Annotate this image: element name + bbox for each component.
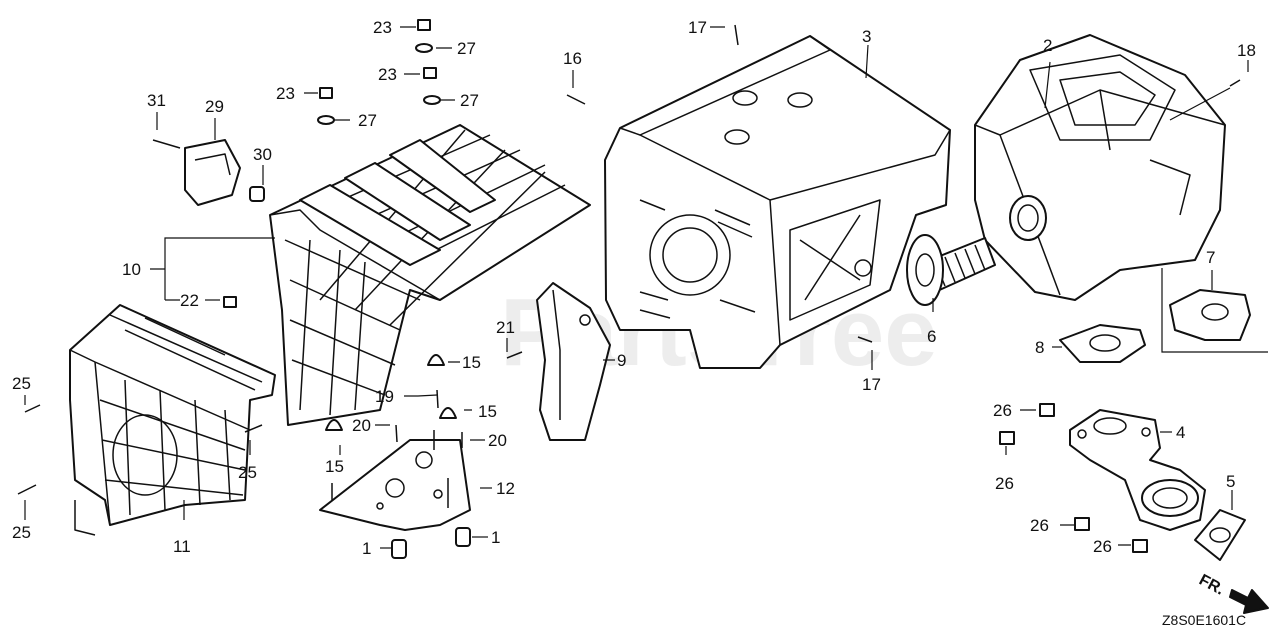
callout-15: 15 bbox=[325, 457, 344, 476]
gasket-part-5 bbox=[1194, 509, 1246, 561]
callout-25: 25 bbox=[238, 463, 257, 482]
callout-25: 25 bbox=[12, 374, 31, 393]
callout-22: 22 bbox=[180, 291, 199, 310]
callout-19: 19 bbox=[375, 387, 394, 406]
callout-26: 26 bbox=[995, 474, 1014, 493]
callout-23: 23 bbox=[373, 18, 392, 37]
callout-2: 2 bbox=[1043, 36, 1052, 55]
callout-15: 15 bbox=[478, 402, 497, 421]
callout-5: 5 bbox=[1226, 472, 1235, 491]
hardware-fasteners bbox=[17, 19, 1241, 559]
callout-20: 20 bbox=[488, 431, 507, 450]
callout-12: 12 bbox=[496, 479, 515, 498]
callout-10: 10 bbox=[122, 260, 141, 279]
muffler-cover-part-11 bbox=[69, 304, 276, 536]
callout-17: 17 bbox=[862, 375, 881, 394]
callout-1: 1 bbox=[362, 539, 371, 558]
callout-3: 3 bbox=[862, 27, 871, 46]
callout-6: 6 bbox=[927, 327, 936, 346]
callout-4: 4 bbox=[1176, 423, 1185, 442]
clip-part-29 bbox=[184, 139, 241, 206]
muffler-part-2 bbox=[974, 34, 1226, 301]
callout-16: 16 bbox=[563, 49, 582, 68]
callout-27: 27 bbox=[457, 39, 476, 58]
callout-numbers: 1 1 2 3 4 5 6 7 8 9 10 11 12 15 15 15 16… bbox=[12, 18, 1256, 558]
callout-25: 25 bbox=[12, 523, 31, 542]
drawing-code: Z8S0E1601C bbox=[1162, 612, 1246, 628]
heat-shield-part-9 bbox=[536, 282, 611, 441]
callout-30: 30 bbox=[253, 145, 272, 164]
callout-9: 9 bbox=[617, 351, 626, 370]
callout-23: 23 bbox=[276, 84, 295, 103]
callout-15: 15 bbox=[462, 353, 481, 372]
callout-27: 27 bbox=[358, 111, 377, 130]
callout-26: 26 bbox=[993, 401, 1012, 420]
exhaust-pipe-part-4 bbox=[1069, 409, 1206, 531]
muffler-plate-part-12 bbox=[319, 430, 471, 531]
callout-23: 23 bbox=[378, 65, 397, 84]
callout-18: 18 bbox=[1237, 41, 1256, 60]
muffler-protector-part-3 bbox=[604, 35, 951, 369]
callout-26: 26 bbox=[1093, 537, 1112, 556]
callout-26: 26 bbox=[1030, 516, 1049, 535]
front-direction-arrow: FR. bbox=[1196, 572, 1269, 614]
callout-1: 1 bbox=[491, 528, 500, 547]
callout-7: 7 bbox=[1206, 248, 1215, 267]
callout-31: 31 bbox=[147, 91, 166, 110]
callout-29: 29 bbox=[205, 97, 224, 116]
gasket-part-8 bbox=[1059, 324, 1146, 363]
callout-11: 11 bbox=[173, 537, 191, 556]
exhaust-guide-part-10 bbox=[269, 124, 591, 426]
spark-arrester-part-6 bbox=[906, 234, 996, 306]
callout-20: 20 bbox=[352, 416, 371, 435]
callout-27: 27 bbox=[460, 91, 479, 110]
front-direction-label: FR. bbox=[1196, 572, 1227, 599]
callout-17: 17 bbox=[688, 18, 707, 37]
leader-lines bbox=[24, 26, 1268, 549]
gasket-part-7 bbox=[1169, 289, 1251, 341]
callout-8: 8 bbox=[1035, 338, 1044, 357]
callout-21: 21 bbox=[496, 318, 515, 337]
